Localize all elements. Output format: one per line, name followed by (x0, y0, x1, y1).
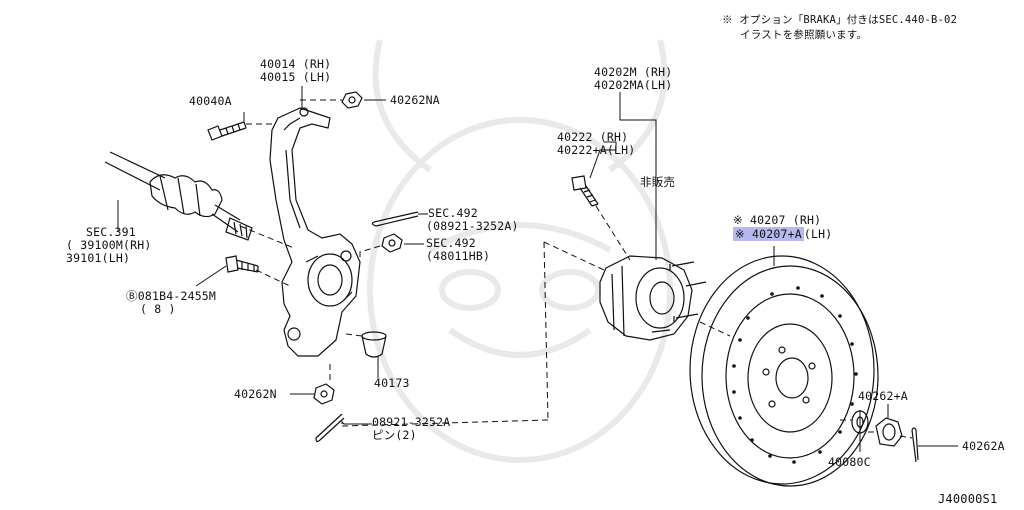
label-sec391: SEC.391 (86, 225, 136, 239)
label-rotor-rh: ※ 40207 (RH) (733, 213, 822, 227)
label-not-for-sale: 非販売 (640, 175, 676, 189)
label-rotor-lh-side: (LH) (803, 227, 833, 241)
label-nut-40262na: 40262NA (390, 93, 440, 107)
label-nut-40262n: 40262N (234, 387, 277, 401)
label-bolt-081b4: Ⓑ081B4-2455M (126, 289, 217, 303)
pin-40262a-shape (911, 427, 919, 463)
bolt-40040a-shape (207, 121, 247, 141)
label-pin-08921: 08921-3252A (372, 415, 451, 429)
label-hub-bolt-40222-lh: 40222+A(LH) (557, 143, 636, 157)
label-hub-bolt-40222-rh: 40222 (RH) (557, 130, 629, 144)
label-knuckle-lh: 40015 (LH) (260, 70, 332, 84)
label-sec391-lh: 39101(LH) (66, 251, 131, 265)
option-note-line-2: イラストを参照願います。 (740, 29, 868, 41)
nut-40262a-plus-shape (875, 417, 903, 447)
rotor-vent-holes (732, 286, 858, 464)
nut-sec492-shape (381, 233, 403, 253)
steering-knuckle (269, 107, 361, 357)
cotter-pin-top (371, 211, 419, 227)
cap-40173-shape (361, 331, 387, 358)
label-sec492-b-sub: (48011HB) (426, 249, 491, 263)
rotor-lh-highlight: ※ 40207+A (733, 227, 804, 241)
hub-bolt-40222-shape (571, 175, 599, 207)
label-hub-rh: 40202M (RH) (594, 65, 673, 79)
diagram-id: J40000S1 (938, 492, 998, 506)
label-pin-40262a: 40262A (962, 439, 1005, 453)
label-hub-lh: 40202MA(LH) (594, 78, 673, 92)
label-pin-08921-sub: ピン(2) (372, 428, 417, 442)
label-bolt-40040a: 40040A (189, 94, 232, 108)
label-bolt-081b4-qty: ( 8 ) (140, 302, 176, 316)
nut-40262n-shape (313, 383, 335, 405)
nut-40262na-shape (341, 91, 363, 109)
label-sec391-rh: ( 39100M(RH) (66, 238, 152, 252)
label-nut-40262a-plus: 40262+A (858, 389, 908, 403)
label-cap-40173: 40173 (374, 376, 410, 390)
watermark-emblem (367, 39, 673, 463)
label-sec492-b: SEC.492 (426, 236, 476, 250)
drive-shaft (104, 151, 253, 241)
label-sec492-a: SEC.492 (428, 206, 478, 220)
label-rotor-lh: ※ 40207+A(LH) (733, 227, 833, 241)
cotter-pin-bottom (315, 413, 345, 443)
bolt-081b4-shape (225, 255, 259, 273)
assembly-dashed-lines (239, 99, 913, 439)
label-knuckle-rh: 40014 (RH) (260, 57, 332, 71)
wheel-hub (599, 255, 707, 341)
brake-rotor (689, 255, 879, 487)
leader-lines (117, 86, 958, 452)
label-washer-40080c: 40080C (828, 455, 871, 469)
option-note-line-1: ※ オプション「BRAKA」付きはSEC.440-B-02 (722, 14, 958, 26)
label-sec492-a-sub: (08921-3252A) (426, 219, 519, 233)
